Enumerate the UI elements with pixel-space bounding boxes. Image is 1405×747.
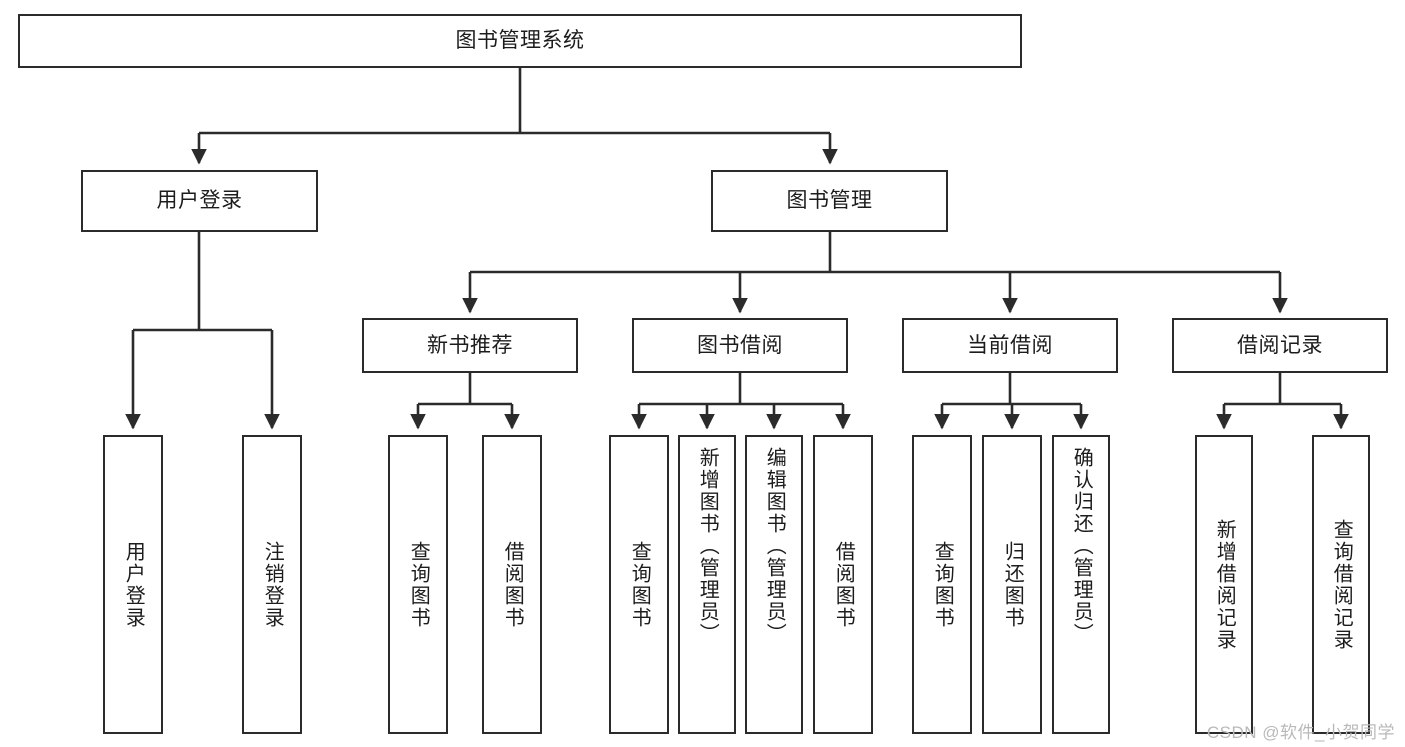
node-current-borrow-label: 当前借阅 (967, 333, 1053, 357)
leaf-recommend-borrow-book-label: 借阅图书 (501, 540, 524, 629)
leaf-user-logout[interactable]: 注销登录 (242, 435, 302, 734)
leaf-borrow-add-book-label: 新增图书（管理员） (696, 447, 719, 645)
leaf-borrow-borrow-book[interactable]: 借阅图书 (813, 435, 873, 734)
leaf-current-return-book-label: 归还图书 (1001, 540, 1024, 629)
leaf-borrow-edit-book[interactable]: 编辑图书（管理员） (745, 435, 803, 734)
leaf-recommend-query-book-label: 查询图书 (407, 540, 430, 629)
leaf-user-logout-label: 注销登录 (261, 540, 284, 629)
node-book-borrow-label: 图书借阅 (697, 333, 783, 357)
node-root[interactable]: 图书管理系统 (18, 14, 1022, 68)
leaf-user-login[interactable]: 用户登录 (103, 435, 163, 734)
leaf-borrow-edit-book-label: 编辑图书（管理员） (763, 447, 786, 645)
leaf-current-query-book-label: 查询图书 (931, 540, 954, 629)
leaf-borrow-query-book[interactable]: 查询图书 (609, 435, 669, 734)
leaf-borrow-add-book[interactable]: 新增图书（管理员） (678, 435, 736, 734)
leaf-current-query-book[interactable]: 查询图书 (912, 435, 972, 734)
csdn-watermark: CSDN @软件_小贺同学 (1206, 723, 1395, 742)
node-book-management-label: 图书管理 (786, 189, 873, 213)
leaf-record-add[interactable]: 新增借阅记录 (1195, 435, 1253, 734)
node-current-borrow[interactable]: 当前借阅 (902, 318, 1118, 373)
leaf-current-confirm-return[interactable]: 确认归还（管理员） (1052, 435, 1110, 734)
leaf-record-query[interactable]: 查询借阅记录 (1312, 435, 1370, 734)
leaf-current-return-book[interactable]: 归还图书 (982, 435, 1042, 734)
node-new-book-recommend-label: 新书推荐 (427, 333, 513, 357)
node-user-login-label: 用户登录 (156, 189, 243, 213)
leaf-record-query-label: 查询借阅记录 (1330, 518, 1353, 651)
leaf-borrow-borrow-book-label: 借阅图书 (832, 540, 855, 629)
leaf-recommend-query-book[interactable]: 查询图书 (388, 435, 448, 734)
leaf-borrow-query-book-label: 查询图书 (628, 540, 651, 629)
node-borrow-record-label: 借阅记录 (1237, 333, 1323, 357)
node-book-borrow[interactable]: 图书借阅 (632, 318, 848, 373)
leaf-user-login-label: 用户登录 (122, 540, 145, 629)
leaf-record-add-label: 新增借阅记录 (1213, 518, 1236, 651)
leaf-current-confirm-return-label: 确认归还（管理员） (1070, 447, 1093, 645)
node-new-book-recommend[interactable]: 新书推荐 (362, 318, 578, 373)
node-borrow-record[interactable]: 借阅记录 (1172, 318, 1388, 373)
leaf-recommend-borrow-book[interactable]: 借阅图书 (482, 435, 542, 734)
node-root-label: 图书管理系统 (455, 29, 585, 53)
node-book-management[interactable]: 图书管理 (711, 170, 948, 232)
node-user-login[interactable]: 用户登录 (81, 170, 318, 232)
